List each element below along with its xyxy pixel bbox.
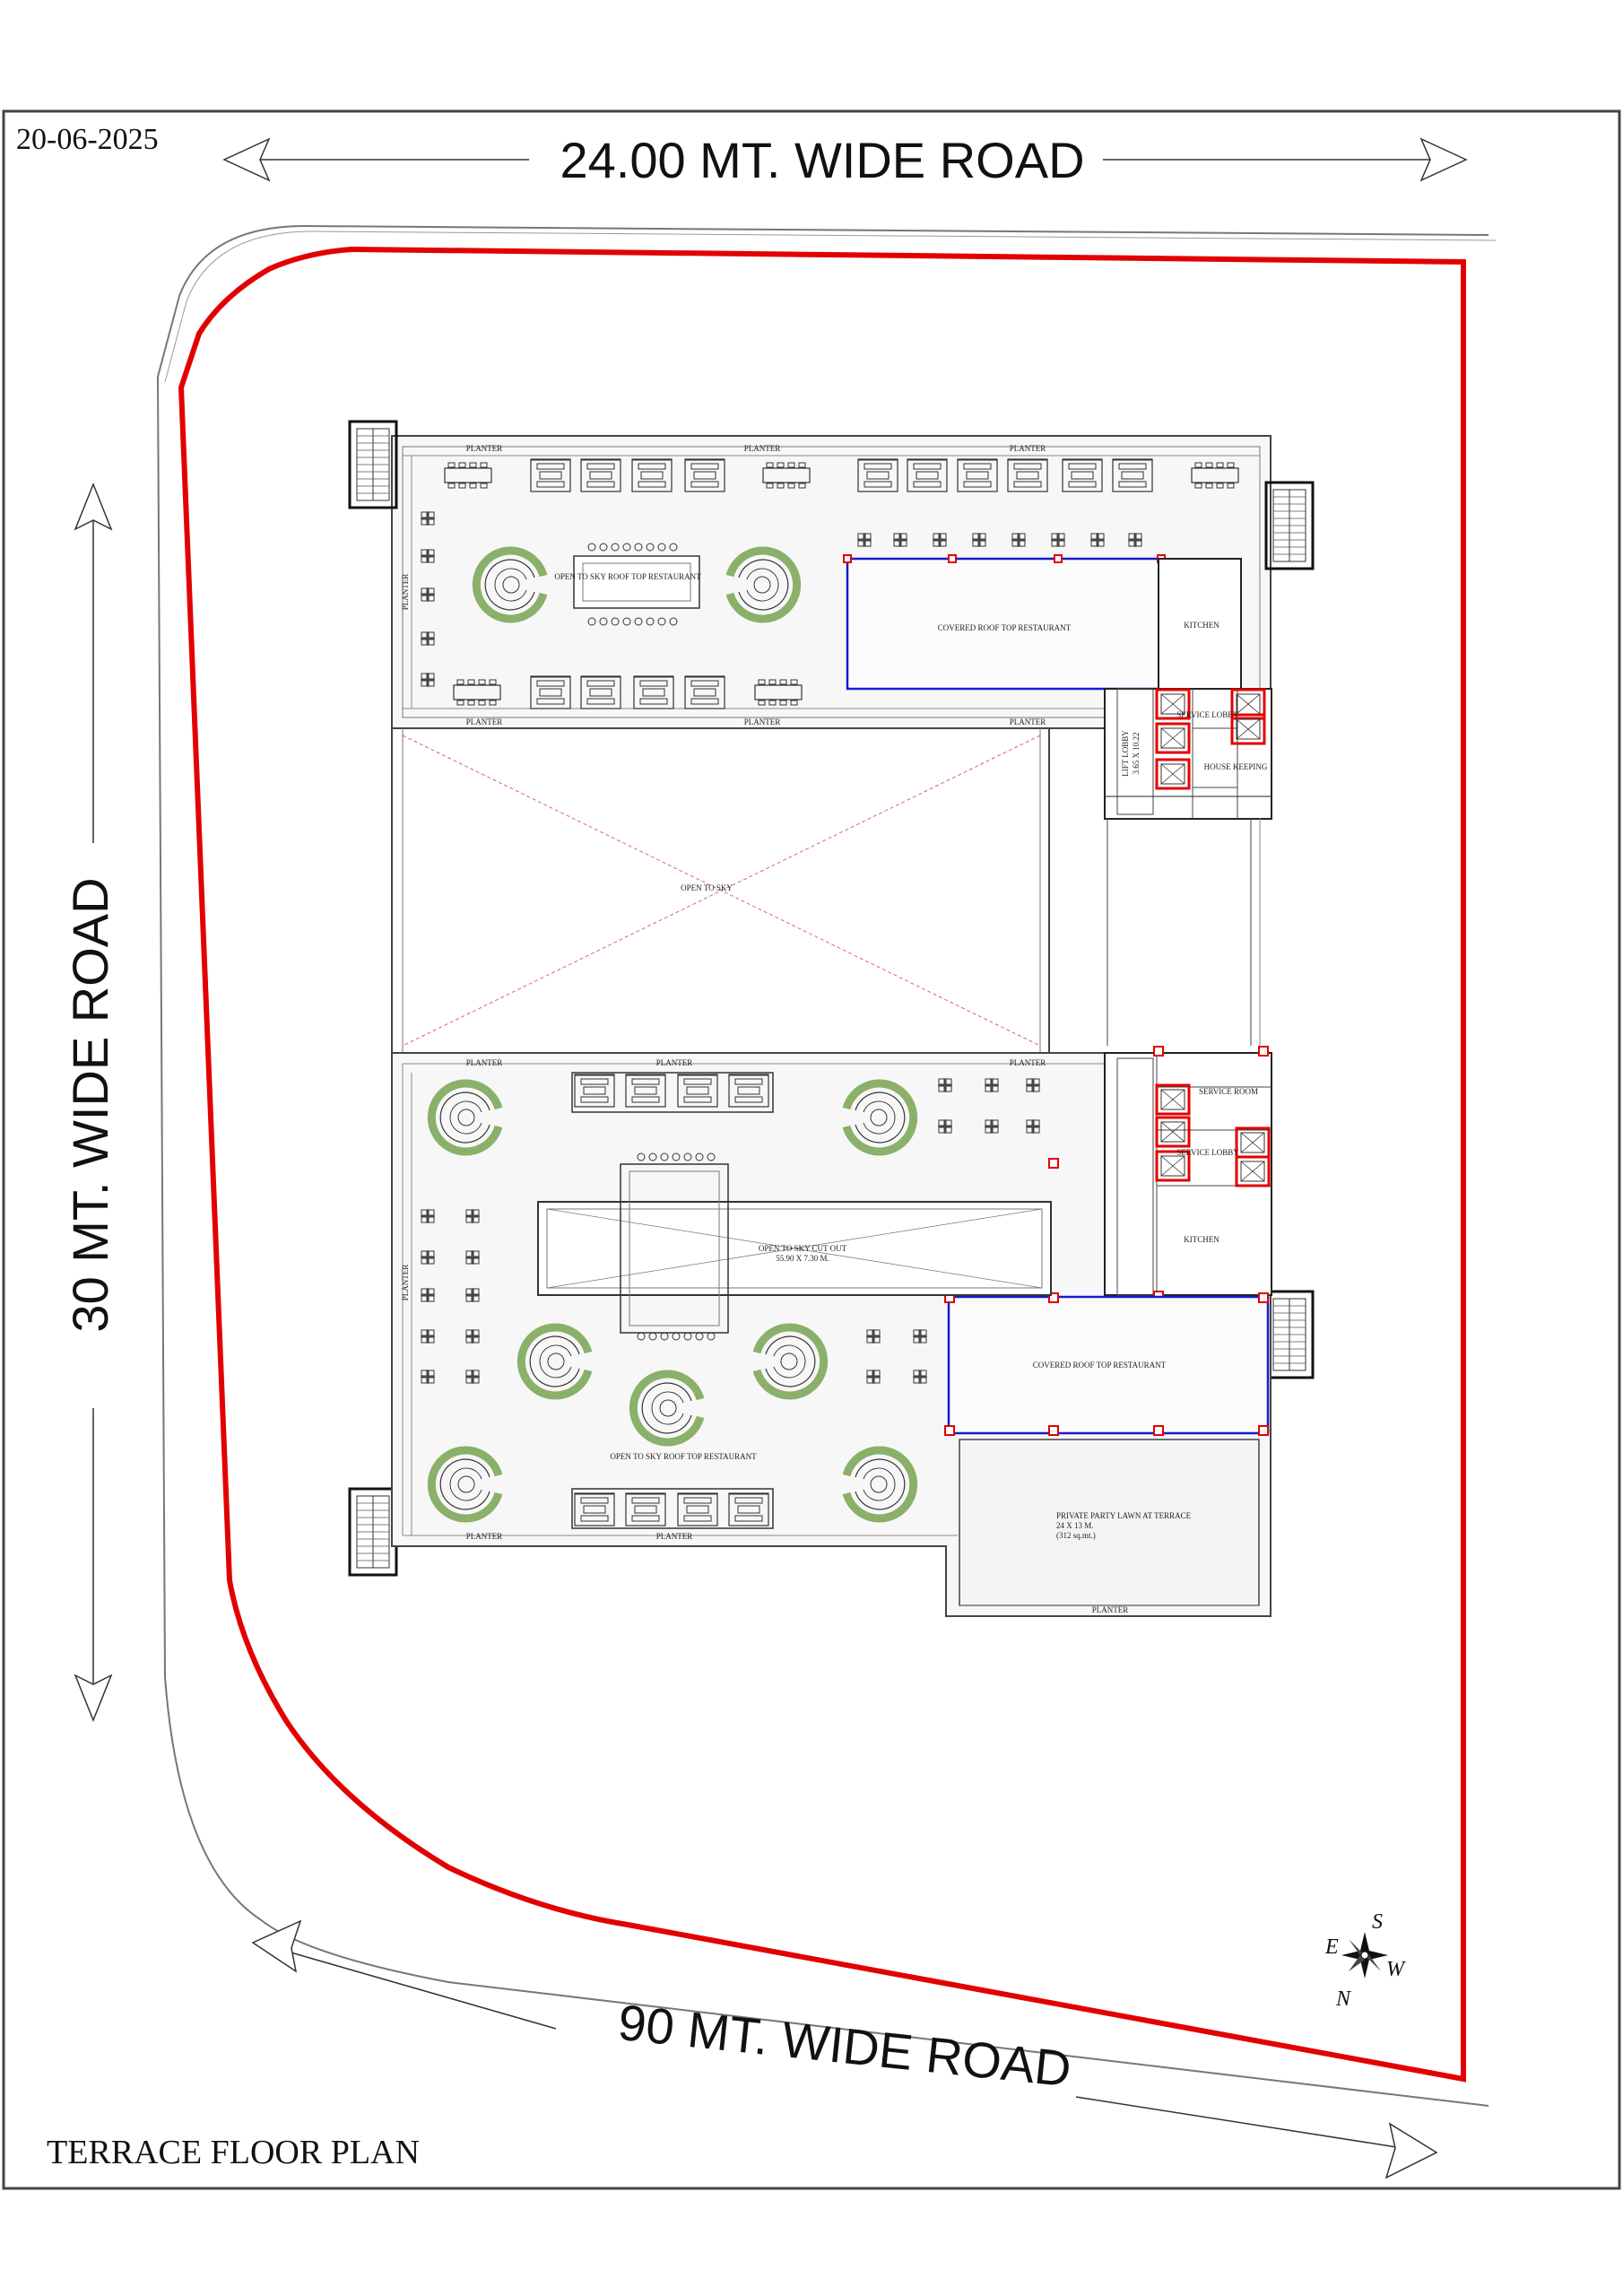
west-road-arrow <box>74 482 113 1723</box>
stair-ne <box>1264 481 1315 570</box>
cutout-label: OPEN TO SKY CUT OUT <box>759 1244 847 1253</box>
planter-label: PLANTER <box>466 1058 503 1067</box>
lift-lobby-size: 3.65 X 10.22 <box>1132 733 1141 775</box>
planter-label: PLANTER <box>744 444 781 453</box>
west-road-label: 30 MT. WIDE ROAD <box>62 877 118 1332</box>
upper-furniture <box>420 458 1239 709</box>
sheet-border <box>2 109 1621 2190</box>
kitchen-upper <box>1158 558 1242 690</box>
planter-label: PLANTER <box>401 574 410 611</box>
planter-label: PLANTER <box>656 1532 693 1541</box>
service-lobby-upper-label: SERVICE LOBBY <box>1176 710 1239 719</box>
stair-nw <box>348 420 398 509</box>
south-road-arrow <box>251 1919 1438 2179</box>
upper-wing <box>391 435 1272 820</box>
planter-label: PLANTER <box>466 444 503 453</box>
lower-furniture <box>420 1072 1041 1529</box>
lawn-area: (312 sq.mt.) <box>1056 1531 1096 1540</box>
planter-label: PLANTER <box>656 1058 693 1067</box>
service-room-label: SERVICE ROOM <box>1199 1087 1258 1096</box>
lawn-label: PRIVATE PARTY LAWN AT TERRACE <box>1056 1511 1192 1520</box>
kitchen-lower-label: KITCHEN <box>1184 1235 1219 1244</box>
covered-restaurant-upper-label: COVERED ROOF TOP RESTAURANT <box>938 623 1072 632</box>
compass-w: W <box>1386 1958 1406 1981</box>
stair-sw <box>348 1487 398 1577</box>
covered-restaurant-lower <box>947 1295 1270 1435</box>
north-compass-icon <box>1341 1932 1388 1979</box>
kitchen-upper-label: KITCHEN <box>1184 621 1219 630</box>
road-edge-outer <box>156 224 1489 2107</box>
planter-label: PLANTER <box>744 718 781 726</box>
service-lobby-lower-label: SERVICE LOBBY <box>1176 1148 1239 1157</box>
planter-label: PLANTER <box>1010 1058 1046 1067</box>
private-party-lawn <box>959 1439 1260 1606</box>
house-keeping-label: HOUSE KEEPING <box>1204 762 1268 771</box>
stair-se <box>1264 1290 1315 1379</box>
lift-lobby-label: LIFT LOBBY <box>1121 730 1130 777</box>
lower-wing <box>391 1046 1272 1617</box>
north-road-label: 24.00 MT. WIDE ROAD <box>560 132 1084 188</box>
open-to-sky-label: OPEN TO SKY <box>681 883 733 892</box>
road-edge-inner <box>164 230 1497 383</box>
drawing-date: 20-06-2025 <box>16 123 159 156</box>
cutout-size: 55.90 X 7.30 M. <box>776 1254 829 1263</box>
planter-label: PLANTER <box>1010 444 1046 453</box>
compass-s: S <box>1372 1910 1383 1934</box>
planter-label: PLANTER <box>1010 718 1046 726</box>
planter-label: PLANTER <box>1092 1605 1129 1614</box>
lawn-size: 24 X 13 M. <box>1056 1521 1094 1530</box>
open-restaurant-lower-label: OPEN TO SKY ROOF TOP RESTAURANT <box>610 1452 757 1461</box>
planter-label: PLANTER <box>466 718 503 726</box>
north-road-arrow <box>222 137 1468 182</box>
covered-restaurant-upper <box>846 557 1163 691</box>
compass-e: E <box>1324 1935 1339 1959</box>
planter-label: PLANTER <box>401 1265 410 1301</box>
planter-label: PLANTER <box>466 1532 503 1541</box>
plot-boundary <box>178 246 1466 2083</box>
compass-n: N <box>1335 1987 1352 2011</box>
sheet-title: TERRACE FLOOR PLAN <box>47 2134 420 2171</box>
open-restaurant-upper-label: OPEN TO SKY ROOF TOP RESTAURANT <box>554 572 701 581</box>
covered-restaurant-lower-label: COVERED ROOF TOP RESTAURANT <box>1033 1361 1167 1370</box>
south-road-label: 90 MT. WIDE ROAD <box>616 1994 1074 2098</box>
